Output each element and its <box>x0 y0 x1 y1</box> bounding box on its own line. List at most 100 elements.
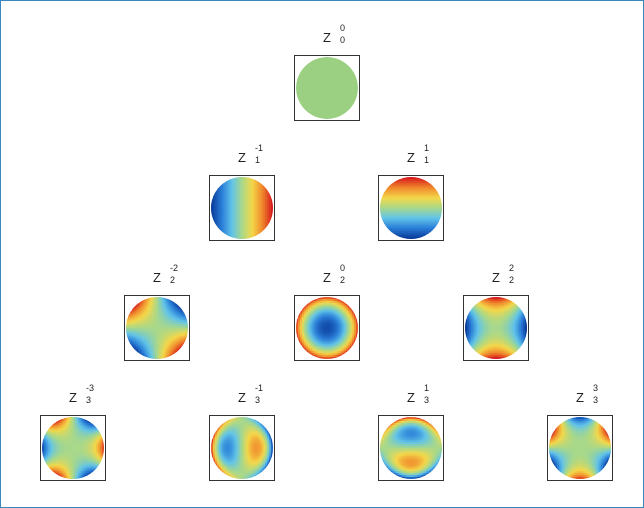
wavefront-pixel <box>176 304 179 308</box>
wavefront-pixel <box>222 221 226 225</box>
wavefront-pixel <box>141 337 145 341</box>
wavefront-pixel <box>401 227 404 230</box>
wavefront-pixel <box>399 209 402 213</box>
wavefront-pixel <box>86 446 90 449</box>
wavefront-pixel <box>301 314 305 317</box>
wavefront-pixel <box>315 324 318 327</box>
wavefront-pixel <box>354 316 357 319</box>
wavefront-pixel <box>327 320 330 323</box>
wavefront-pixel <box>311 337 315 341</box>
wavefront-pixel <box>172 318 176 321</box>
wavefront-pixel <box>228 229 231 232</box>
wavefront-pixel <box>82 432 86 436</box>
wavefront-pixel <box>505 331 509 335</box>
wavefront-pixel <box>496 326 499 329</box>
wavefront-pixel <box>53 438 57 441</box>
wavefront-pixel <box>63 420 66 424</box>
wavefront-pixel <box>59 461 62 465</box>
wavefront-pixel <box>323 316 326 319</box>
wavefront-pixel <box>486 298 489 302</box>
wavefront-pixel <box>412 182 416 186</box>
wavefront-pixel <box>53 453 57 457</box>
wavefront-pixel <box>399 213 402 217</box>
wavefront-pixel <box>153 320 156 323</box>
wavefront-pixel <box>135 345 139 348</box>
wavefront-pixel <box>164 302 168 306</box>
wavefront-pixel <box>45 432 49 436</box>
wavefront-pixel <box>216 196 220 199</box>
wavefront-pixel <box>178 349 181 352</box>
wavefront-pixel <box>137 343 141 347</box>
wavefront-pixel <box>153 341 156 345</box>
wavefront-pixel <box>224 200 228 203</box>
wavefront-pixel <box>328 326 332 329</box>
wavefront-pixel <box>434 211 437 215</box>
wavefront-pixel <box>313 302 316 306</box>
wavefront-pixel <box>338 353 342 356</box>
wavefront-pixel <box>515 349 518 352</box>
wavefront-pixel <box>305 320 309 323</box>
wavefront-pixel <box>257 202 261 205</box>
wavefront-pixel <box>243 209 247 213</box>
wavefront-pixel <box>352 331 355 335</box>
wavefront-pixel <box>247 225 251 228</box>
wavefront-pixel <box>501 331 505 335</box>
wavefront-pixel <box>301 318 305 321</box>
wavefront-surface <box>296 297 358 359</box>
wavefront-pixel <box>509 300 513 304</box>
wavefront-pixel <box>434 198 437 201</box>
wavefront-pixel <box>319 353 322 356</box>
wavefront-pixel <box>240 209 243 213</box>
wavefront-pixel <box>160 345 164 348</box>
wavefront-pixel <box>323 326 326 329</box>
wavefront-pixel <box>507 331 511 335</box>
wavefront-pixel <box>243 202 247 205</box>
wavefront-pixel <box>242 196 245 199</box>
wavefront-pixel <box>137 326 141 329</box>
wavefront-pixel <box>509 343 513 347</box>
wavefront-pixel <box>505 335 509 339</box>
wavefront-pixel <box>319 328 322 331</box>
wavefront-pixel <box>346 304 349 308</box>
wavefront-pixel <box>242 202 245 205</box>
wavefront-pixel <box>238 200 241 203</box>
wavefront-pixel <box>424 225 428 228</box>
wavefront-pixel <box>336 329 340 333</box>
wavefront-pixel <box>78 459 82 463</box>
wavefront-pixel <box>344 331 347 335</box>
wavefront-pixel <box>265 188 268 192</box>
wavefront-pixel <box>265 204 268 207</box>
wavefront-pixel <box>403 221 406 225</box>
wavefront-pixel <box>484 349 487 352</box>
wavefront-pixel <box>228 235 231 238</box>
wavefront-pixel <box>147 306 150 310</box>
wavefront-pixel <box>47 428 51 432</box>
wavefront-pixel <box>407 235 410 238</box>
wavefront-pixel <box>336 341 340 345</box>
wavefront-pixel <box>327 324 330 327</box>
wavefront-pixel <box>416 213 420 217</box>
wavefront-pixel <box>224 180 228 184</box>
wavefront-pixel <box>162 343 166 347</box>
wavefront-pixel <box>57 432 61 436</box>
wavefront-pixel <box>67 428 70 432</box>
wavefront-pixel <box>509 355 513 358</box>
wavefront-pixel <box>88 467 92 470</box>
wavefront-pixel <box>403 182 406 186</box>
wavefront-pixel <box>55 463 59 467</box>
wavefront-pixel <box>143 341 146 345</box>
wavefront-pixel <box>466 316 470 319</box>
wavefront-pixel <box>153 343 156 347</box>
wavefront-pixel <box>468 331 472 335</box>
wavefront-pixel <box>499 314 503 317</box>
wavefront-pixel <box>418 227 422 230</box>
wavefront-pixel <box>78 428 82 432</box>
wavefront-pixel <box>494 349 497 352</box>
wavefront-pixel <box>265 190 268 194</box>
wavefront-pixel <box>222 198 226 201</box>
wavefront-pixel <box>131 339 135 343</box>
wavefront-pixel <box>517 343 520 347</box>
wavefront-pixel <box>412 233 416 236</box>
wavefront-pixel <box>153 329 156 333</box>
wavefront-pixel <box>490 349 493 352</box>
